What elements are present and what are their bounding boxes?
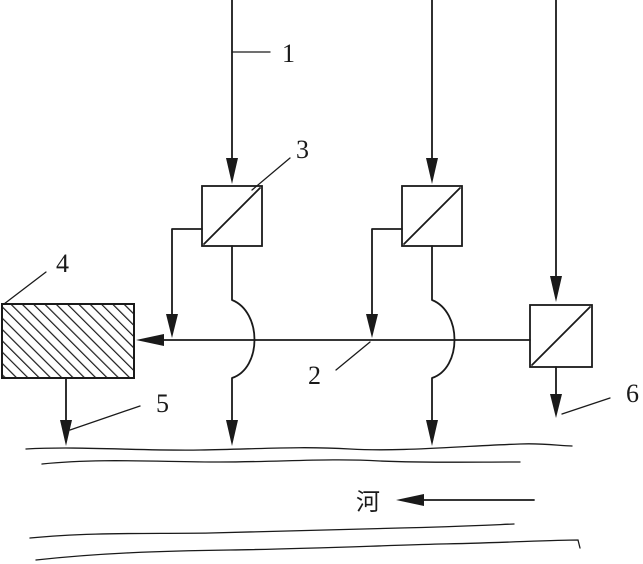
river-bank-lower-inner: [35, 539, 581, 561]
river-bank-upper-inner: [41, 459, 521, 465]
label-4: 4: [56, 249, 69, 278]
unit-c-outlet: [550, 366, 562, 418]
unit-b-outlet: [426, 245, 456, 446]
treatment-unit-a-diagonal: [203, 187, 261, 245]
label-5: 5: [156, 389, 169, 418]
inlet-pipe-c: [550, 0, 562, 302]
inlet-pipe-b: [426, 0, 438, 184]
inlet-pipe-a: [226, 0, 238, 184]
unit-a-bypass: [166, 228, 203, 338]
label-5-leader: [69, 405, 141, 431]
label-6-leader: [561, 397, 611, 415]
unit-a-outlet: [226, 245, 256, 446]
river-flow-arrow: [396, 494, 535, 506]
label-2: 2: [308, 361, 321, 390]
label-1: 1: [282, 39, 295, 68]
plant-outlet: [60, 377, 72, 446]
river-bank-upper: [25, 443, 573, 451]
label-3-leader: [251, 157, 291, 191]
label-4-leader: [3, 271, 47, 305]
treatment-plant: [1, 303, 135, 379]
label-6: 6: [626, 379, 639, 408]
unit-b-bypass: [366, 228, 403, 338]
treatment-unit-c-diagonal: [531, 306, 591, 366]
treatment-unit-b-diagonal: [403, 187, 461, 245]
river-label: 河: [356, 488, 380, 516]
river-bank-lower: [29, 523, 515, 539]
main-intercepting-sewer: [136, 334, 531, 346]
label-3: 3: [296, 135, 309, 164]
label-2-leader: [335, 341, 371, 371]
